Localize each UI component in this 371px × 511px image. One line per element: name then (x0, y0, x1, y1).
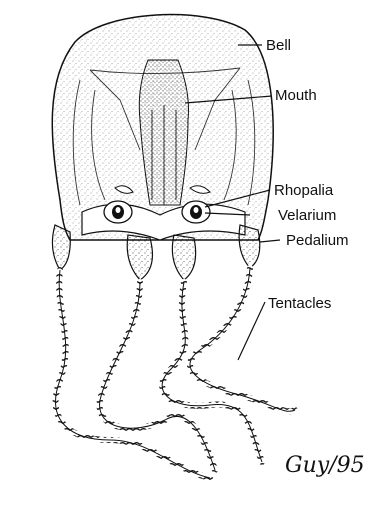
label-bell: Bell (266, 38, 291, 53)
label-rhopalia: Rhopalia (274, 183, 333, 198)
label-velarium: Velarium (278, 208, 336, 223)
tentacles (56, 268, 295, 478)
label-pedalium: Pedalium (286, 233, 349, 248)
artist-signature: Guy/95 (285, 453, 365, 478)
label-tentacles: Tentacles (268, 296, 331, 311)
label-mouth: Mouth (275, 88, 317, 103)
